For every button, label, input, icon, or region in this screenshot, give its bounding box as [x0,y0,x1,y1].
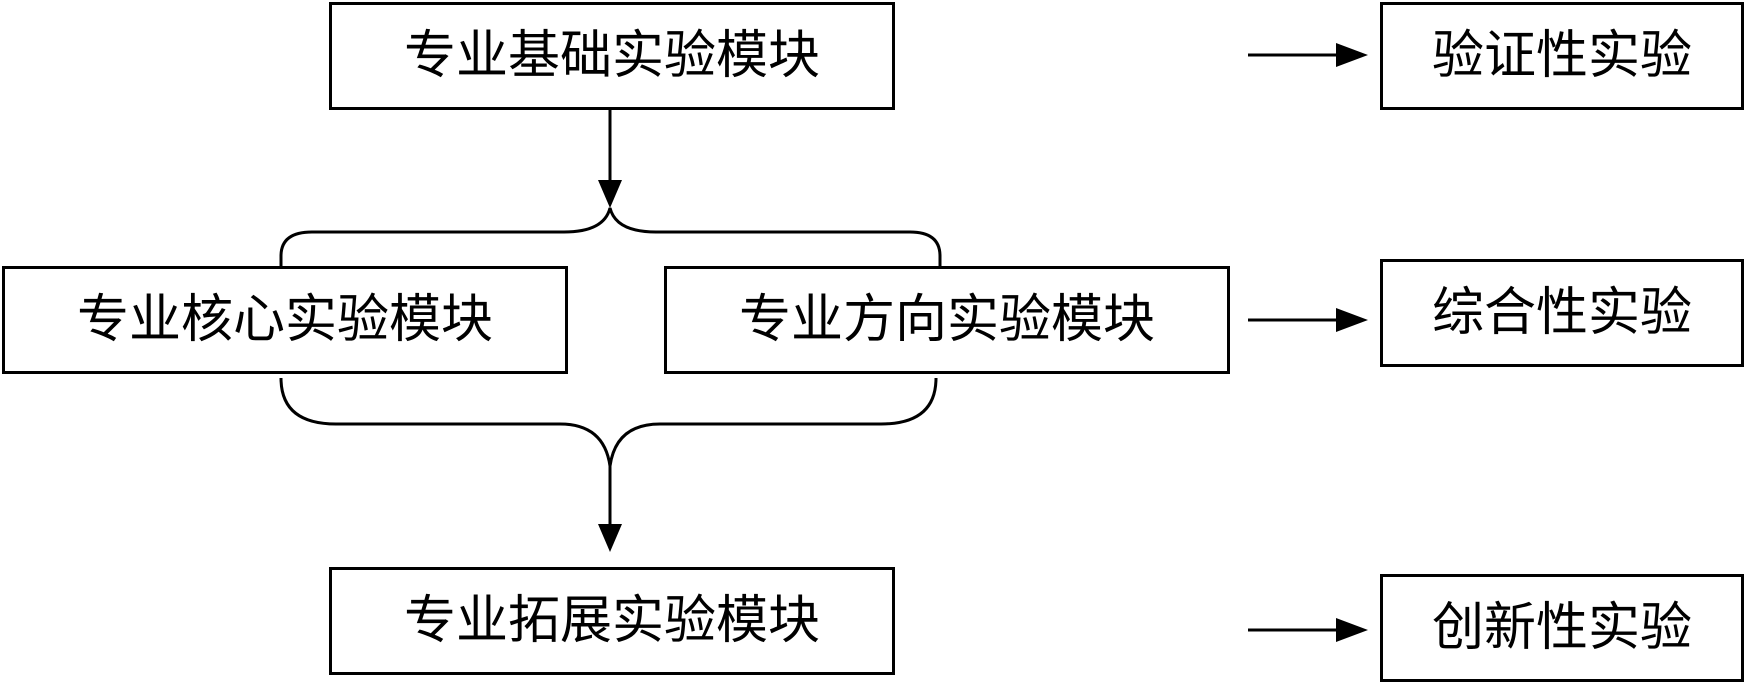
lower-brace [279,377,938,467]
verification-experiment-label: 验证性实验 [1431,26,1692,86]
arrowhead-extension-down [598,524,622,552]
arrowhead-to-comprehensive [1336,308,1368,332]
direction-module-label: 专业方向实验模块 [738,290,1155,350]
extension-module-label: 专业拓展实验模块 [403,591,820,651]
innovation-experiment-box: 创新性实验 [1380,574,1744,682]
foundation-module-label: 专业基础实验模块 [403,26,820,86]
direction-module-box: 专业方向实验模块 [664,266,1230,374]
upper-brace [279,207,942,266]
comprehensive-experiment-box: 综合性实验 [1380,259,1744,367]
comprehensive-experiment-label: 综合性实验 [1431,283,1692,343]
core-module-label: 专业核心实验模块 [76,290,493,350]
arrowhead-to-verification [1336,43,1368,67]
core-module-box: 专业核心实验模块 [2,266,568,374]
foundation-module-box: 专业基础实验模块 [329,2,895,110]
verification-experiment-box: 验证性实验 [1380,2,1744,110]
innovation-experiment-label: 创新性实验 [1431,598,1692,658]
extension-module-box: 专业拓展实验模块 [329,567,895,675]
arrowhead-to-innovation [1336,618,1368,642]
arrowhead-foundation-down [598,180,622,208]
